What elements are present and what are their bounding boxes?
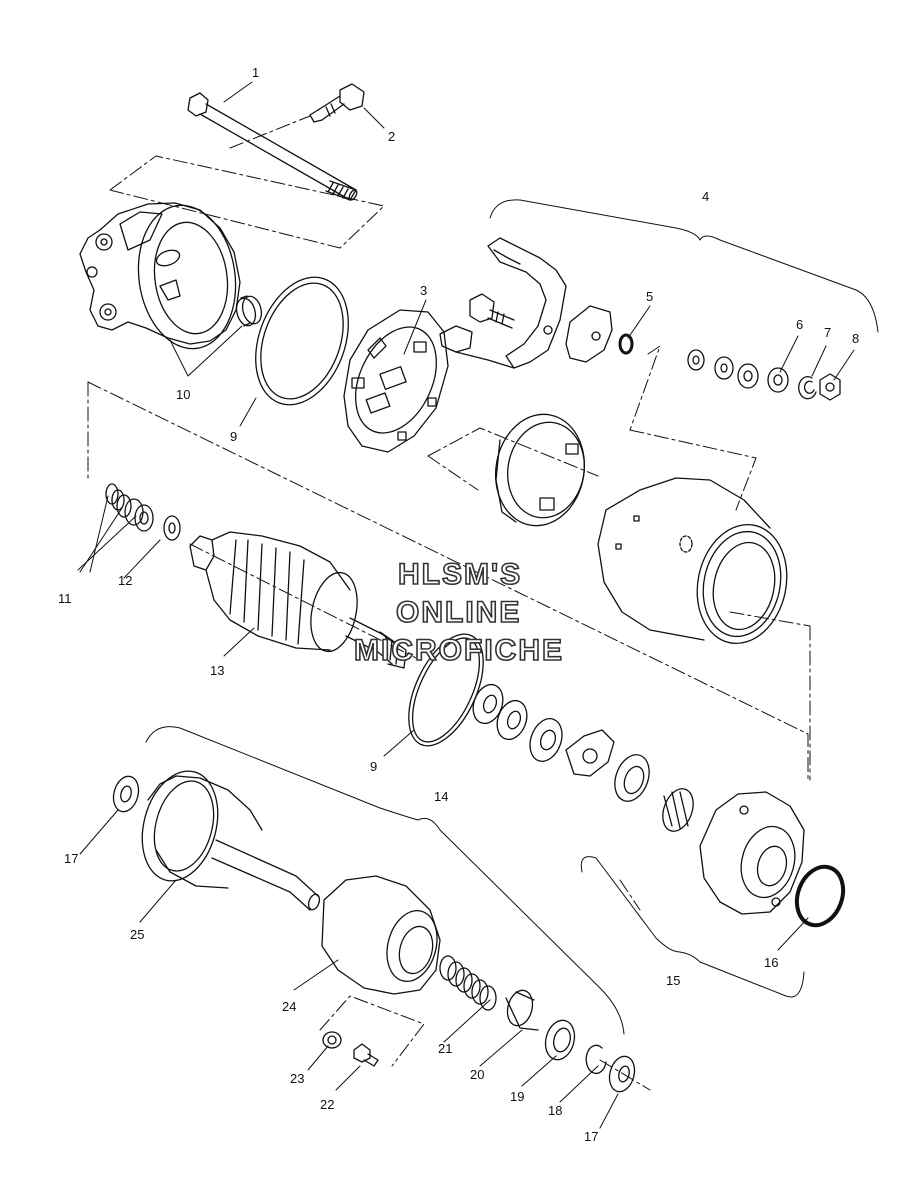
assembly-centerlines <box>87 115 811 1091</box>
motor-yoke <box>597 477 788 645</box>
end-cover <box>79 202 241 350</box>
callout-11: 11 <box>58 591 72 606</box>
stop-collar <box>544 1019 576 1061</box>
group-bracket-4 <box>489 199 879 333</box>
shim-washers <box>472 683 563 762</box>
brush-terminal-assembly <box>439 237 567 369</box>
snap-ring <box>585 1044 607 1074</box>
callout-2: 2 <box>388 129 396 144</box>
callout-3: 3 <box>420 283 428 298</box>
leader-lines <box>77 81 855 1129</box>
callout-15: 15 <box>666 973 681 988</box>
bolt <box>309 83 365 123</box>
washer-set <box>687 349 789 393</box>
washer-left <box>112 775 140 813</box>
brush-holder-plate <box>343 309 449 453</box>
watermark-line-3: MICROFICHE <box>353 634 564 667</box>
callout-9-upper: 9 <box>230 429 238 444</box>
callout-24: 24 <box>282 999 297 1014</box>
callout-13: 13 <box>210 663 225 678</box>
o-ring-upper <box>255 276 349 406</box>
o-ring-drive <box>794 864 846 928</box>
nut <box>819 373 841 401</box>
ball-bearing <box>614 754 650 802</box>
group-bracket-14 <box>145 726 625 1035</box>
callout-22: 22 <box>320 1097 335 1112</box>
group-bracket-15 <box>580 856 805 998</box>
drive-housing <box>699 791 805 915</box>
callout-1: 1 <box>252 65 260 80</box>
through-bolt <box>187 92 358 201</box>
callout-21: 21 <box>438 1041 453 1056</box>
callout-7: 7 <box>824 325 832 340</box>
callout-10: 10 <box>176 387 191 402</box>
washer-right <box>608 1055 636 1093</box>
pinion-spring <box>439 955 497 1011</box>
armature <box>189 531 407 669</box>
bushing <box>235 295 263 327</box>
collar <box>505 989 539 1031</box>
callout-12: 12 <box>118 573 133 588</box>
lock-washer <box>798 376 817 400</box>
group-bracket-10 <box>169 325 243 377</box>
callout-6: 6 <box>796 317 804 332</box>
clutch-gear <box>321 875 441 995</box>
callout-23: 23 <box>290 1071 305 1086</box>
callout-20: 20 <box>470 1067 485 1082</box>
needle-bearing <box>662 788 694 832</box>
callout-9-lower: 9 <box>370 759 378 774</box>
callout-25: 25 <box>130 927 145 942</box>
callout-18: 18 <box>548 1103 563 1118</box>
callout-4: 4 <box>702 189 710 204</box>
o-ring-small <box>618 333 634 355</box>
clutch-shaft <box>141 770 321 911</box>
callout-17-right: 17 <box>584 1129 599 1144</box>
insulator <box>565 305 613 363</box>
callout-16: 16 <box>764 955 779 970</box>
callout-14: 14 <box>434 789 449 804</box>
callout-5: 5 <box>646 289 654 304</box>
small-screw-set <box>322 1031 379 1067</box>
brush-ring <box>494 413 586 527</box>
brush-springs <box>105 483 154 532</box>
callout-19: 19 <box>510 1089 525 1104</box>
callout-8: 8 <box>852 331 860 346</box>
callout-17-left: 17 <box>64 851 79 866</box>
thrust-washer <box>163 515 181 541</box>
watermark-line-1: HLSM'S <box>397 558 523 591</box>
watermark-line-2: ONLINE <box>395 596 522 629</box>
lock-plate <box>565 729 615 777</box>
